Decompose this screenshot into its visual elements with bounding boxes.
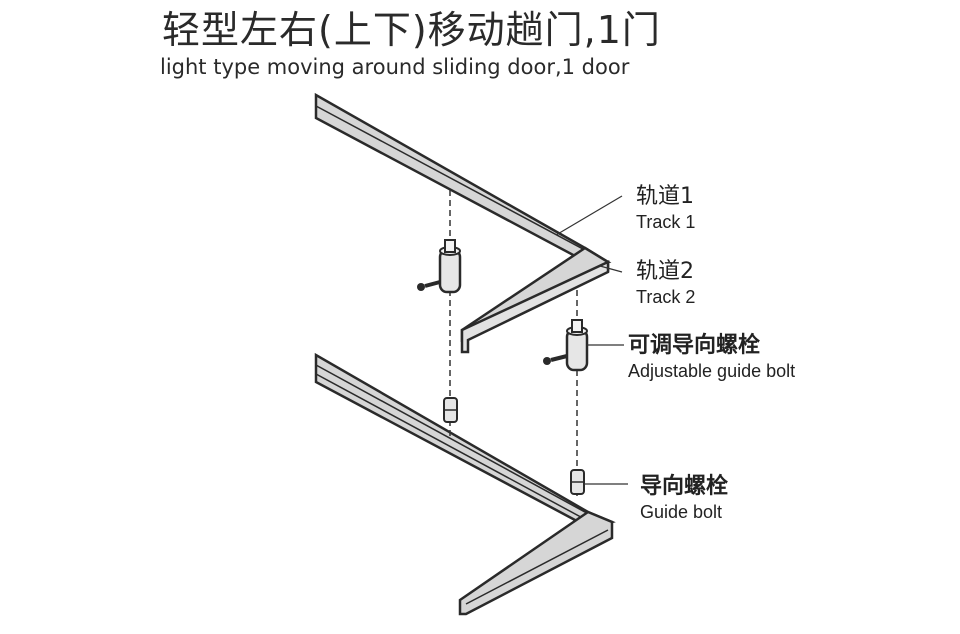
label-adjustable-guide-bolt-cn: 可调导向螺栓: [628, 333, 761, 358]
title-chinese: 轻型左右(上下)移动趟门,1门: [162, 8, 661, 52]
label-track-2: 轨道2 Track 2: [636, 258, 695, 308]
label-adjustable-guide-bolt-en: Adjustable guide bolt: [628, 361, 796, 381]
leader-track-1: [555, 195, 623, 236]
label-track-1-cn: 轨道1: [636, 184, 694, 209]
adjustable-guide-bolt-left: [417, 239, 462, 294]
guide-bolt-left: [443, 397, 458, 423]
label-track-1: 轨道1 Track 1: [636, 183, 695, 233]
guide-bolt-right: [570, 469, 585, 495]
title-english: light type moving around sliding door,1 …: [160, 55, 630, 79]
label-track-2-cn: 轨道2: [636, 259, 694, 284]
label-adjustable-guide-bolt: 可调导向螺栓 Adjustable guide bolt: [628, 332, 795, 382]
track-2-rail: [460, 260, 610, 354]
label-guide-bolt-en: Guide bolt: [640, 502, 723, 522]
label-guide-bolt-cn: 导向螺栓: [640, 474, 729, 499]
track-1-rail: [314, 92, 612, 342]
label-track-1-en: Track 1: [636, 212, 696, 232]
label-track-2-en: Track 2: [636, 287, 696, 307]
label-guide-bolt: 导向螺栓 Guide bolt: [640, 473, 728, 523]
leader-track-2: [599, 265, 623, 273]
bottom-rail: [314, 352, 616, 616]
adjustable-guide-bolt-right: [543, 319, 589, 372]
